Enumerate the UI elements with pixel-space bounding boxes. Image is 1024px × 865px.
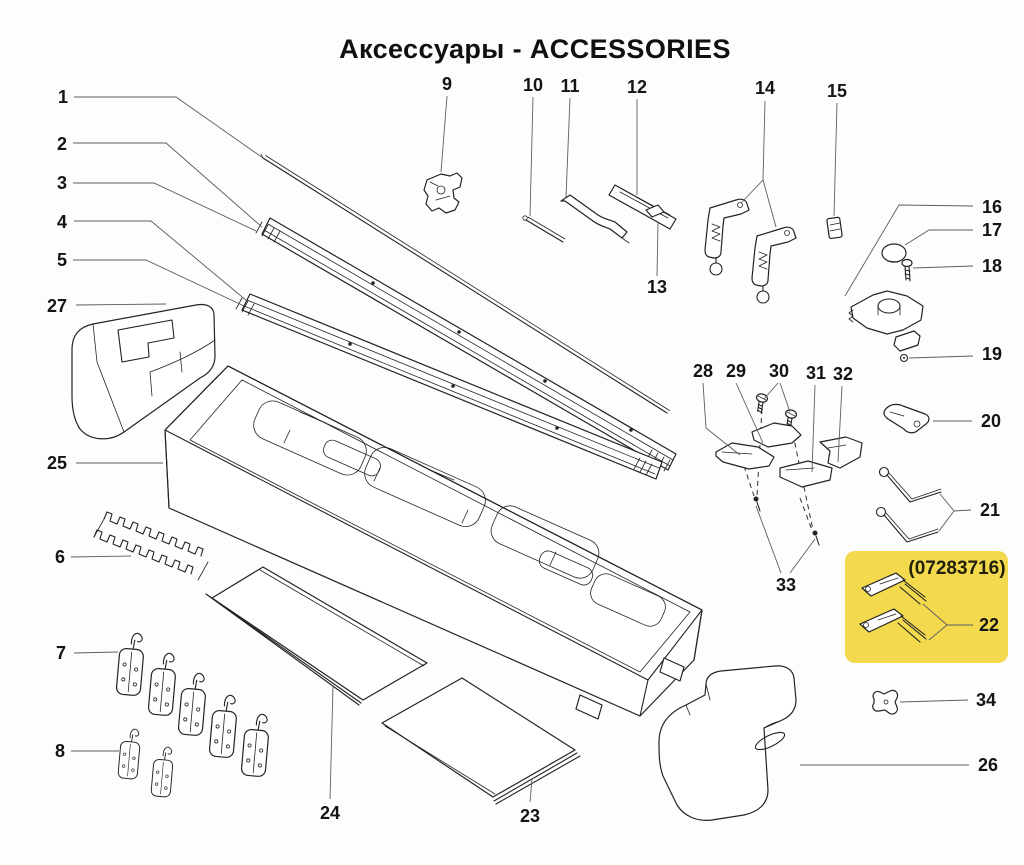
part-12-13-slide-plate <box>608 184 677 230</box>
part-14-table-clamps <box>704 198 797 304</box>
part-19-washer <box>899 353 909 363</box>
part-25-foam-tray <box>164 365 703 720</box>
part-6-comb <box>93 511 209 581</box>
callout-number-4: 4 <box>57 212 67 232</box>
part-18-screw <box>901 258 913 282</box>
leader-line-18 <box>912 265 974 269</box>
callout-number-22: 22 <box>979 615 999 635</box>
part-27-cover-left <box>71 303 216 440</box>
callout-number-6: 6 <box>55 547 65 567</box>
part-28-33-assembly <box>715 392 863 546</box>
part-24-sheet-large <box>205 566 428 706</box>
leader-line-14-1 <box>762 179 777 228</box>
callout-number-24: 24 <box>320 803 340 823</box>
part-34-clip-small <box>872 689 899 715</box>
part-8-weights-small <box>117 727 175 798</box>
part-10-needle <box>522 215 566 243</box>
part-17-disc <box>881 243 907 263</box>
leader-line-14 <box>740 100 766 204</box>
callout-number-30: 30 <box>769 361 789 381</box>
callout-number-19: 19 <box>982 344 1002 364</box>
leader-line-9 <box>440 95 448 173</box>
leader-line-6 <box>70 555 132 558</box>
leader-line-27 <box>75 303 167 306</box>
callout-number-3: 3 <box>57 173 67 193</box>
part-23-sheet-small <box>381 677 581 805</box>
leader-line-3 <box>73 182 257 232</box>
callout-number-12: 12 <box>627 77 647 97</box>
part-15-clip <box>826 216 843 240</box>
callout-number-31: 31 <box>806 363 826 383</box>
callout-number-13: 13 <box>647 277 667 297</box>
leader-line-7 <box>73 651 119 654</box>
part-16-mount-plate <box>848 290 924 352</box>
part-11-latch-tool <box>560 194 630 244</box>
leader-line-30-1 <box>779 382 791 413</box>
leader-line-2 <box>73 142 263 228</box>
callout-number-25: 25 <box>47 453 67 473</box>
callout-number-32: 32 <box>833 364 853 384</box>
callout-number-11: 11 <box>560 76 579 96</box>
callout-number-28: 28 <box>693 361 713 381</box>
leader-line-33 <box>755 505 782 574</box>
callout-number-17: 17 <box>982 220 1002 240</box>
callout-number-10: 10 <box>523 75 543 95</box>
leader-line-19 <box>908 355 974 359</box>
leader-line-11 <box>565 97 571 198</box>
leader-line-31 <box>811 384 816 473</box>
part-21-wire-springs <box>875 466 942 543</box>
leader-line-1 <box>74 96 264 159</box>
callout-number-16: 16 <box>982 197 1002 217</box>
callout-number-15: 15 <box>827 81 847 101</box>
callout-number-2: 2 <box>57 134 67 154</box>
callout-number-34: 34 <box>976 690 996 710</box>
leader-line-24 <box>329 685 334 800</box>
leader-line-21-1 <box>938 510 955 532</box>
callout-number-8: 8 <box>55 741 65 761</box>
part-9-clamp-bracket <box>423 172 463 214</box>
callout-number-7: 7 <box>56 643 66 663</box>
part-2-3-rail-upper <box>255 217 677 472</box>
leader-line-23 <box>529 778 533 803</box>
callout-number-21: 21 <box>980 500 1000 520</box>
leader-line-28 <box>702 382 741 456</box>
leader-line-10 <box>529 96 534 217</box>
callout-number-26: 26 <box>978 755 998 775</box>
leader-line-5 <box>73 259 245 307</box>
leader-line-22-1 <box>928 624 948 641</box>
leader-line-33-1 <box>789 538 816 574</box>
leader-line-29 <box>735 382 764 444</box>
callout-number-18: 18 <box>982 256 1002 276</box>
highlight-part-number: (07283716) <box>908 558 1005 579</box>
leader-line-15 <box>833 102 838 217</box>
leader-line-21 <box>939 493 972 512</box>
leader-line-34 <box>899 699 969 703</box>
leader-line-13 <box>656 222 659 277</box>
leader-line-30 <box>763 382 779 400</box>
callout-number-1: 1 <box>58 87 68 107</box>
callout-number-33: 33 <box>776 575 796 595</box>
part-26-cover-right <box>658 665 797 821</box>
callout-number-14: 14 <box>755 78 775 98</box>
callout-number-29: 29 <box>726 361 746 381</box>
callout-number-9: 9 <box>442 74 452 94</box>
part-4-5-rail-lower <box>235 293 663 480</box>
callout-number-23: 23 <box>520 806 540 826</box>
part-22-transfer-tools <box>859 572 927 643</box>
leader-line-17 <box>904 229 973 246</box>
callout-number-20: 20 <box>981 411 1001 431</box>
part-1-rod <box>260 153 670 414</box>
leader-line-16 <box>844 204 974 297</box>
leader-line-4 <box>74 220 248 302</box>
callout-number-27: 27 <box>47 296 67 316</box>
callout-number-5: 5 <box>57 250 67 270</box>
page-title: Аксессуары - ACCESSORIES <box>339 34 731 65</box>
leader-line-32 <box>837 385 843 463</box>
part-20-hook-plate <box>883 403 930 434</box>
